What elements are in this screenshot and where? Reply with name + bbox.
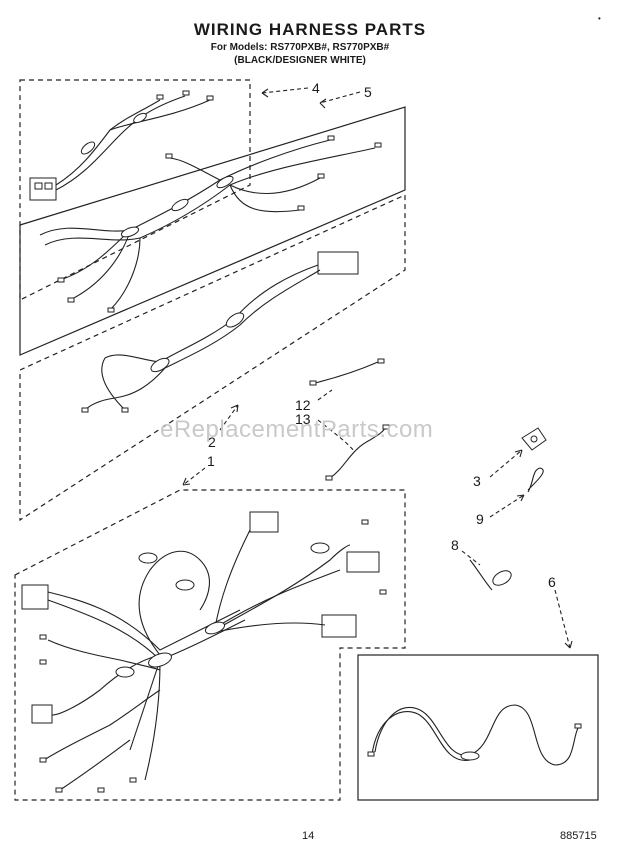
harness-6-frame [357,654,599,801]
callout-8: 8 [451,537,459,553]
harness-5-frame [19,106,406,356]
harness-2-frame [19,194,406,522]
part-3-clip [521,427,547,451]
harness-2 [81,251,359,413]
harness-5 [39,135,382,313]
callout-1: 1 [207,453,215,469]
corner-mark: • [598,14,601,23]
harness-2-block-connector [317,251,359,275]
callout-2: 2 [208,434,216,450]
callout-12: 12 [295,397,311,413]
leader-lines [182,87,573,649]
callout-3: 3 [473,473,481,489]
part-8-cable-tie [469,559,512,591]
callout-6: 6 [548,574,556,590]
page-number: 14 [302,830,315,842]
harness-1-frame [14,489,406,801]
color-line: (BLACK/DESIGNER WHITE) [234,55,366,66]
part-number: 885715 [560,830,597,842]
callout-9: 9 [476,511,484,527]
part-12-wire [309,358,385,386]
part-9-hook [527,467,544,493]
harness-6 [367,704,582,766]
callout-4: 4 [312,80,320,96]
harness-4 [29,90,214,201]
callout-5: 5 [364,84,372,100]
page-title: WIRING HARNESS PARTS [193,20,427,39]
part-13-wire [325,424,390,481]
model-line: For Models: RS770PXB#, RS770PXB# [210,42,390,53]
watermark: eReplacementParts.com [160,416,434,443]
harness-1-left-block [21,584,49,610]
harness-1 [21,511,387,793]
callout-13: 13 [295,411,311,427]
harness-4-frame [19,79,251,301]
